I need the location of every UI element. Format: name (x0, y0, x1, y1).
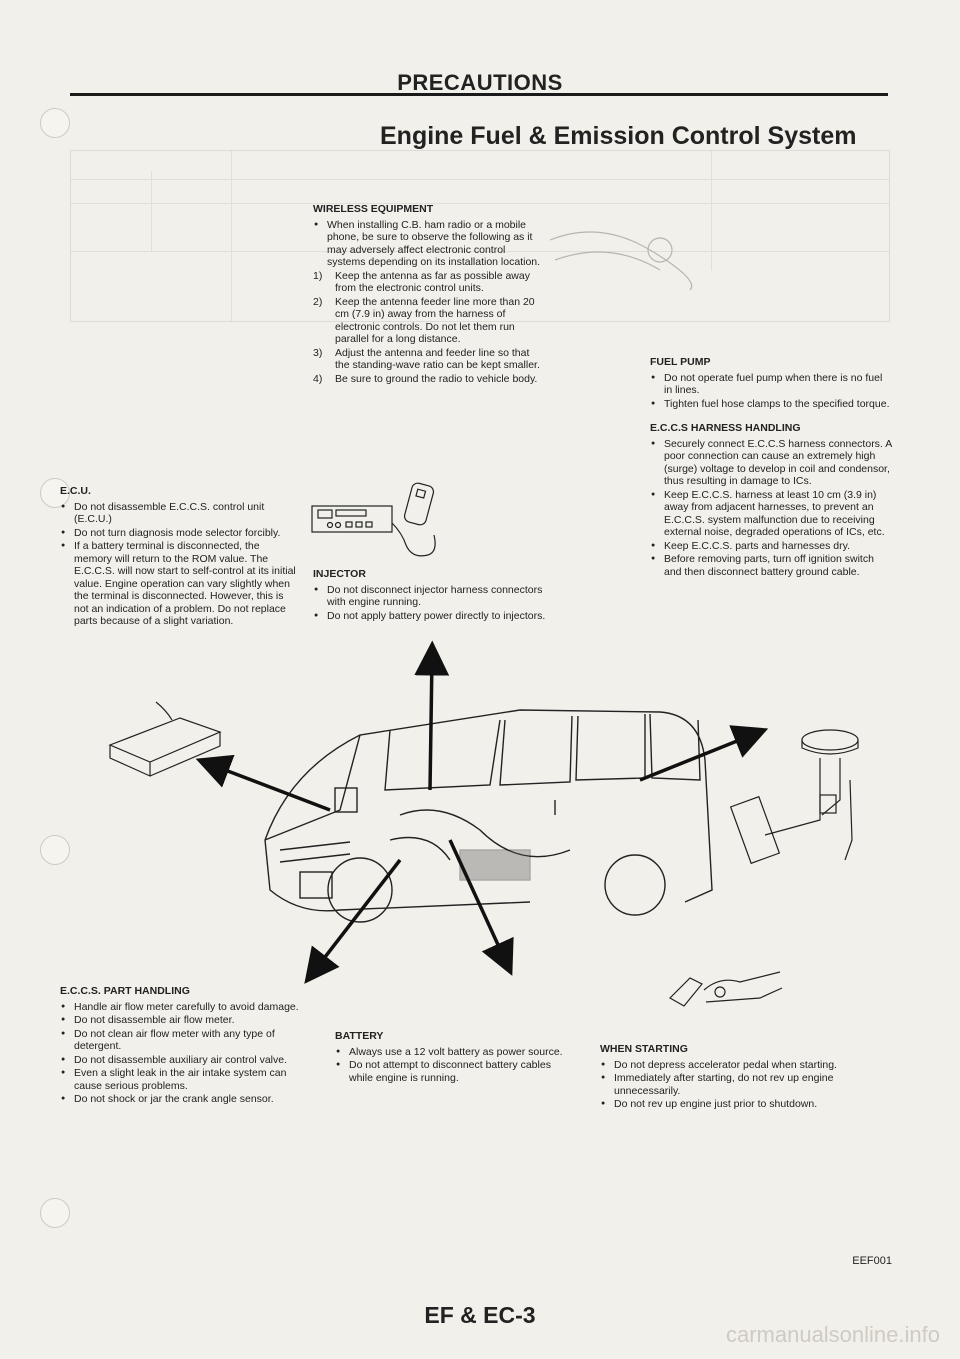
ecu-item: Do not disassemble E.C.C.S. control unit… (60, 501, 298, 526)
wireless-intro: When installing C.B. ham radio or a mobi… (313, 219, 545, 269)
punch-hole-middle-upper (40, 478, 70, 508)
harness-item: Keep E.C.C.S. parts and harnesses dry. (650, 540, 892, 553)
when-starting-item: Immediately after starting, do not rev u… (600, 1072, 850, 1097)
wireless-equipment-section: WIRELESS EQUIPMENT When installing C.B. … (313, 203, 545, 386)
injector-heading: INJECTOR (313, 568, 366, 580)
cb-radio-illustration (311, 482, 436, 557)
fuel-pump-item: Tighten fuel hose clamps to the specifie… (650, 398, 892, 411)
page-number: EF & EC-3 (424, 1302, 536, 1328)
fuel-pump-heading: FUEL PUMP (650, 356, 711, 368)
battery-item: Always use a 12 volt battery as power so… (335, 1046, 565, 1059)
when-starting-item: Do not depress accelerator pedal when st… (600, 1059, 850, 1072)
figure-code: EEF001 (852, 1255, 892, 1267)
punch-hole-top (40, 108, 70, 138)
wireless-step: 3)Adjust the antenna and feeder line so … (313, 346, 540, 372)
part-handling-item: Do not clean air flow meter with any typ… (60, 1028, 310, 1053)
wireless-heading: WIRELESS EQUIPMENT (313, 203, 434, 215)
battery-item: Do not attempt to disconnect battery cab… (335, 1059, 565, 1084)
antenna-sketch (549, 231, 693, 291)
van-body (264, 709, 713, 923)
header-rule (70, 93, 888, 96)
harness-heading: E.C.C.S HARNESS HANDLING (650, 422, 801, 434)
wireless-step: 4)Be sure to ground the radio to vehicle… (313, 372, 538, 385)
punch-hole-middle-lower (40, 835, 70, 865)
ecu-section: E.C.U. Do not disassemble E.C.C.S. contr… (60, 485, 298, 629)
injector-item: Do not apply battery power directly to i… (313, 610, 549, 623)
fuel-pump-section: FUEL PUMP Do not operate fuel pump when … (650, 356, 892, 579)
battery-heading: BATTERY (335, 1030, 384, 1042)
accelerator-pedal-illustration (669, 971, 783, 1007)
section-header: PRECAUTIONS (397, 70, 563, 95)
ecu-illustration (108, 701, 222, 777)
when-starting-section: WHEN STARTING Do not depress accelerator… (600, 1043, 850, 1112)
ecu-item: If a battery terminal is disconnected, t… (60, 540, 298, 628)
when-starting-heading: WHEN STARTING (600, 1043, 688, 1055)
fuel-pump-item: Do not operate fuel pump when there is n… (650, 372, 892, 397)
fuel-pump-illustration (729, 729, 859, 865)
part-handling-item: Even a slight leak in the air intake sys… (60, 1067, 310, 1092)
part-handling-item: Do not disassemble air flow meter. (60, 1014, 310, 1027)
part-handling-section: E.C.C.S. PART HANDLING Handle air flow m… (60, 985, 310, 1107)
wireless-step: 1)Keep the antenna as far as possible aw… (313, 269, 530, 295)
injector-section: INJECTOR Do not disconnect injector harn… (313, 568, 549, 623)
battery-section: BATTERY Always use a 12 volt battery as … (335, 1030, 565, 1085)
ecu-item: Do not turn diagnosis mode selector forc… (60, 527, 298, 540)
part-handling-item: Handle air flow meter carefully to avoid… (60, 1001, 310, 1014)
harness-item: Securely connect E.C.C.S harness connect… (650, 438, 892, 488)
injector-item: Do not disconnect injector harness conne… (313, 584, 549, 609)
part-handling-item: Do not shock or jar the crank angle sens… (60, 1093, 310, 1106)
when-starting-item: Do not rev up engine just prior to shutd… (600, 1098, 850, 1111)
part-handling-item: Do not disassemble auxiliary air control… (60, 1054, 310, 1067)
ecu-heading: E.C.U. (60, 485, 91, 497)
page-title: Engine Fuel & Emission Control System (380, 122, 857, 150)
watermark-text: carmanualsonline.info (725, 1322, 940, 1347)
punch-hole-bottom (40, 1198, 70, 1228)
harness-item: Before removing parts, turn off ignition… (650, 553, 892, 578)
part-handling-heading: E.C.C.S. PART HANDLING (60, 985, 190, 997)
harness-item: Keep E.C.C.S. harness at least 10 cm (3.… (650, 489, 892, 539)
wireless-step: 2)Keep the antenna feeder line more than… (313, 295, 535, 346)
van-illustration (108, 640, 859, 984)
